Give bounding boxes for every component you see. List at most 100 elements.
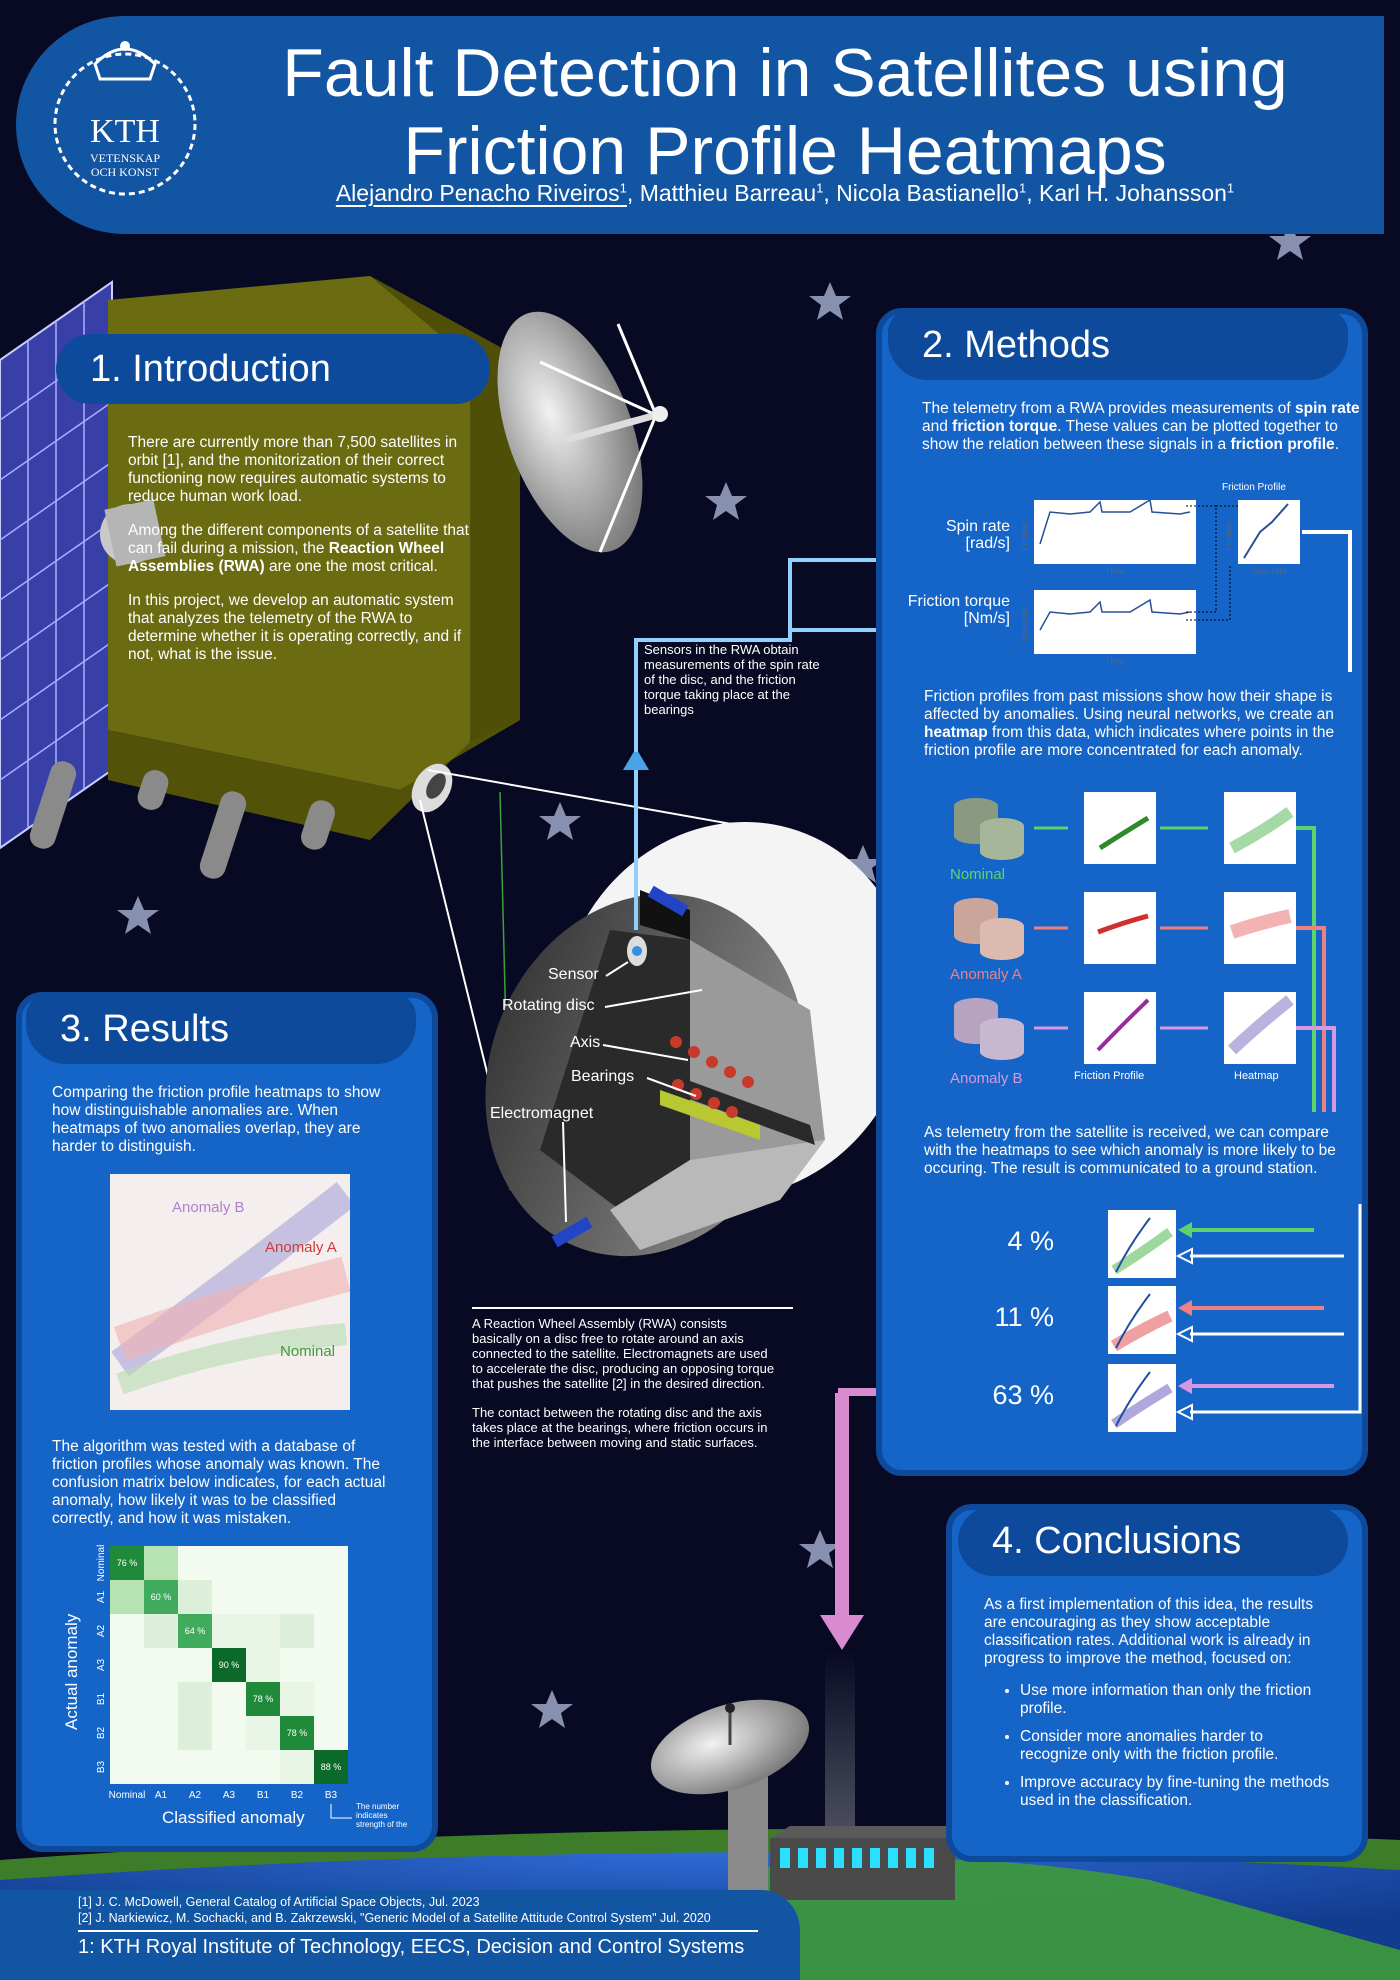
ax-friction-2: Friction — [1224, 521, 1234, 551]
matrix-cell — [110, 1546, 144, 1580]
kth-logo: KTH VETENSKAP OCH KONST — [53, 41, 197, 196]
overlap-label-b: Anomaly B — [172, 1199, 245, 1216]
results-p1: Comparing the friction profile heatmaps … — [52, 1084, 381, 1155]
db-nominal — [954, 798, 1024, 860]
results-heading: 3. Results — [26, 994, 416, 1064]
spin-label-1: Spin rate — [945, 518, 1010, 535]
matrix-row-label: A1 — [96, 1590, 107, 1603]
spin-label-2: [rad/s] — [965, 535, 1010, 552]
author-list: Alejandro Penacho Riveiros1, Matthieu Ba… — [230, 180, 1340, 207]
conclusions-list: Use more information than only the frict… — [984, 1682, 1334, 1810]
overlap-label-a: Anomaly A — [265, 1239, 337, 1256]
matrix-diag-value: 78 % — [253, 1694, 274, 1704]
results-p2: The algorithm was tested with a database… — [52, 1438, 386, 1527]
author-sep-1: , — [626, 180, 640, 206]
author-3-aff: 1 — [1018, 180, 1027, 196]
matrix-diag-value: 64 % — [185, 1626, 206, 1636]
satellite-body — [29, 276, 520, 879]
training-pipeline — [954, 792, 1336, 1112]
matrix-col-label: B1 — [257, 1790, 270, 1801]
matrix-diag-value: 60 % — [151, 1592, 172, 1602]
author-3-name: Nicola Bastianello — [836, 180, 1019, 206]
matrix-row-label: A2 — [96, 1624, 107, 1637]
methods-p1-f: friction profile — [1230, 436, 1335, 453]
ax-friction-1: Friction — [1020, 521, 1030, 551]
label-sensor: Sensor — [548, 966, 599, 983]
methods-p1: The telemetry from a RWA provides measur… — [922, 400, 1360, 454]
label-electromagnet: Electromagnet — [490, 1105, 594, 1122]
logo-sub2: OCH KONST — [91, 165, 160, 179]
matrix-row-label: B3 — [96, 1760, 107, 1773]
intro-p3: In this project, we develop an automatic… — [128, 592, 462, 663]
rwa-p1: A Reaction Wheel Assembly (RWA) consists… — [472, 1316, 775, 1391]
methods-p2-c: from this data, which indicates where po… — [924, 724, 1335, 759]
intro-p2-bold: Reaction Wheel Assemblies (RWA) — [128, 540, 445, 575]
db-anomaly-a — [954, 898, 1024, 960]
matrix-diag-value: 78 % — [287, 1728, 308, 1738]
matrix-col-label: A2 — [189, 1790, 202, 1801]
header-banner — [16, 16, 1384, 234]
matrix-cell — [314, 1750, 348, 1784]
col-heatmap: Heatmap — [1234, 1070, 1279, 1082]
label-axis: Axis — [570, 1034, 601, 1051]
note-arrow — [330, 1804, 352, 1819]
title-line-1: Fault Detection in Satellites using — [282, 35, 1288, 111]
matrix-cell — [246, 1614, 280, 1648]
matrix-diag-value: 88 % — [321, 1762, 342, 1772]
confusion-xlabel: Classified anomaly — [162, 1808, 305, 1827]
conclusions-body: As a first implementation of this idea, … — [984, 1596, 1334, 1820]
conclusion-item: Improve accuracy by fine-tuning the meth… — [1020, 1774, 1334, 1810]
methods-p1-e: . These values can be plotted together t… — [922, 418, 1338, 453]
matrix-diag-value: 90 % — [219, 1660, 240, 1670]
methods-p1-b: spin rate — [1295, 400, 1360, 417]
label-bearings: Bearings — [571, 1068, 635, 1085]
footer-bar — [0, 1890, 800, 1980]
methods-p2-b: heatmap — [924, 724, 988, 741]
author-sep-3: , — [1026, 180, 1039, 206]
author-sep-2: , — [823, 180, 837, 206]
matrix-row-label: Nominal — [96, 1545, 107, 1582]
matrix-cell — [280, 1750, 314, 1784]
matrix-cell — [178, 1716, 212, 1750]
spin-rate-label: Spin rate[rad/s] — [910, 518, 1010, 552]
percent-anomaly-b: 63 % — [992, 1380, 1054, 1410]
matrix-cell — [246, 1682, 280, 1716]
db-anomaly-b — [954, 998, 1024, 1060]
affiliation: 1: KTH Royal Institute of Technology, EE… — [78, 1936, 745, 1958]
matrix-col-label: A1 — [155, 1790, 168, 1801]
ground-station — [650, 1699, 965, 1900]
sensors-note: Sensors in the RWA obtain measurements o… — [644, 642, 820, 717]
footer-divider — [78, 1930, 758, 1932]
references: [1] J. C. McDowell, General Catalog of A… — [78, 1894, 778, 1926]
conclusions-heading: 4. Conclusions — [958, 1506, 1348, 1576]
percent-anomaly-a: 11 % — [994, 1302, 1054, 1332]
matrix-note: The number indicates strength of the ano… — [356, 1802, 408, 1830]
class-nominal: Nominal — [950, 866, 1006, 883]
author-1-name: Alejandro Penacho Riveiros — [335, 180, 620, 206]
rwa-description: A Reaction Wheel Assembly (RWA) consists… — [472, 1316, 778, 1450]
matrix-cell — [280, 1614, 314, 1648]
percent-nominal: 4 % — [1007, 1226, 1054, 1256]
matrix-cell — [280, 1716, 314, 1750]
matrix-cell — [178, 1682, 212, 1716]
methods-p1-a: The telemetry from a RWA provides measur… — [922, 400, 1295, 417]
ax-time-1: Time — [1105, 566, 1125, 576]
author-4-aff: 1 — [1226, 180, 1235, 196]
methods-p3: As telemetry from the satellite is recei… — [924, 1124, 1336, 1177]
label-rotating-disc: Rotating disc — [502, 997, 595, 1014]
class-anomaly-b: Anomaly B — [950, 1070, 1023, 1087]
telemetry-plots: Time Time Spin rate Friction Spin rate F… — [1020, 498, 1352, 672]
matrix-col-label: B3 — [325, 1790, 338, 1801]
matrix-cell — [246, 1716, 280, 1750]
reference-1: [1] J. C. McDowell, General Catalog of A… — [78, 1895, 480, 1909]
matrix-cell — [178, 1614, 212, 1648]
intro-heading: 1. Introduction — [56, 334, 490, 404]
ax-spin-vert: Spin rate — [1020, 606, 1030, 642]
matrix-cell — [144, 1614, 178, 1648]
class-anomaly-a: Anomaly A — [950, 966, 1022, 983]
matrix-cell — [212, 1648, 246, 1682]
methods-p2-a: Friction profiles from past missions sho… — [924, 688, 1334, 723]
reference-2: [2] J. Narkiewicz, M. Sochacki, and B. Z… — [78, 1911, 711, 1925]
methods-p2: Friction profiles from past missions sho… — [924, 688, 1354, 760]
